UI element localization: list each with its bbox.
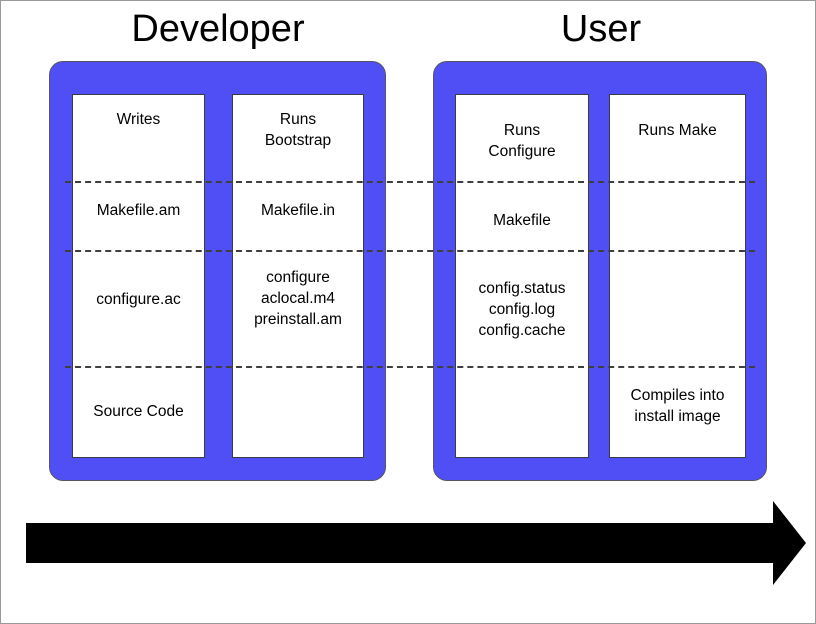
cell-configure-generated-files: config.status config.log config.cache	[455, 278, 589, 341]
cell-line: config.log	[488, 301, 556, 318]
cell-line: config.cache	[478, 322, 566, 339]
group-title-developer: Developer	[131, 8, 305, 50]
cell-line: configure	[266, 269, 330, 286]
cell-make-compiles-install-image: Compiles into install image	[609, 385, 746, 427]
column-writes	[72, 94, 205, 458]
cell-line: Configure	[488, 143, 556, 160]
cell-line: Makefile.in	[260, 202, 336, 219]
stage-separator-2	[65, 250, 755, 252]
cell-line: Bootstrap	[264, 132, 332, 149]
column-runs-make	[609, 94, 746, 458]
cell-configure-action: Runs Configure	[455, 120, 589, 162]
cell-bootstrap-generated-files: configure aclocal.m4 preinstall.am	[232, 267, 364, 330]
cell-line: aclocal.m4	[260, 290, 336, 307]
cell-line: install image	[634, 408, 721, 425]
cell-line: preinstall.am	[254, 311, 342, 328]
group-title-user: User	[560, 8, 642, 50]
time-flow-arrow-icon	[23, 498, 809, 588]
cell-line: Makefile.am	[96, 202, 181, 219]
cell-line: Runs	[279, 111, 317, 128]
cell-line: Runs	[503, 122, 541, 139]
stage-separator-3	[65, 366, 755, 368]
cell-line: Runs Make	[638, 122, 717, 139]
cell-line: Compiles into	[630, 387, 725, 404]
stage-separator-1	[65, 181, 755, 183]
cell-line: config.status	[478, 280, 566, 297]
cell-bootstrap-makefile-in: Makefile.in	[232, 200, 364, 221]
cell-make-action: Runs Make	[609, 120, 746, 141]
cell-writes-source-code: Source Code	[72, 401, 205, 422]
cell-writes-configure-ac: configure.ac	[72, 289, 205, 310]
cell-writes-action: Writes	[72, 109, 205, 130]
cell-line: Writes	[116, 111, 161, 128]
cell-line: Makefile	[493, 212, 551, 229]
column-runs-configure	[455, 94, 589, 458]
cell-writes-makefile-am: Makefile.am	[72, 200, 205, 221]
column-runs-bootstrap	[232, 94, 364, 458]
cell-line: configure.ac	[96, 291, 181, 308]
cell-line: Source Code	[93, 403, 184, 420]
cell-bootstrap-action: Runs Bootstrap	[232, 109, 364, 151]
cell-configure-makefile: Makefile	[455, 210, 589, 231]
